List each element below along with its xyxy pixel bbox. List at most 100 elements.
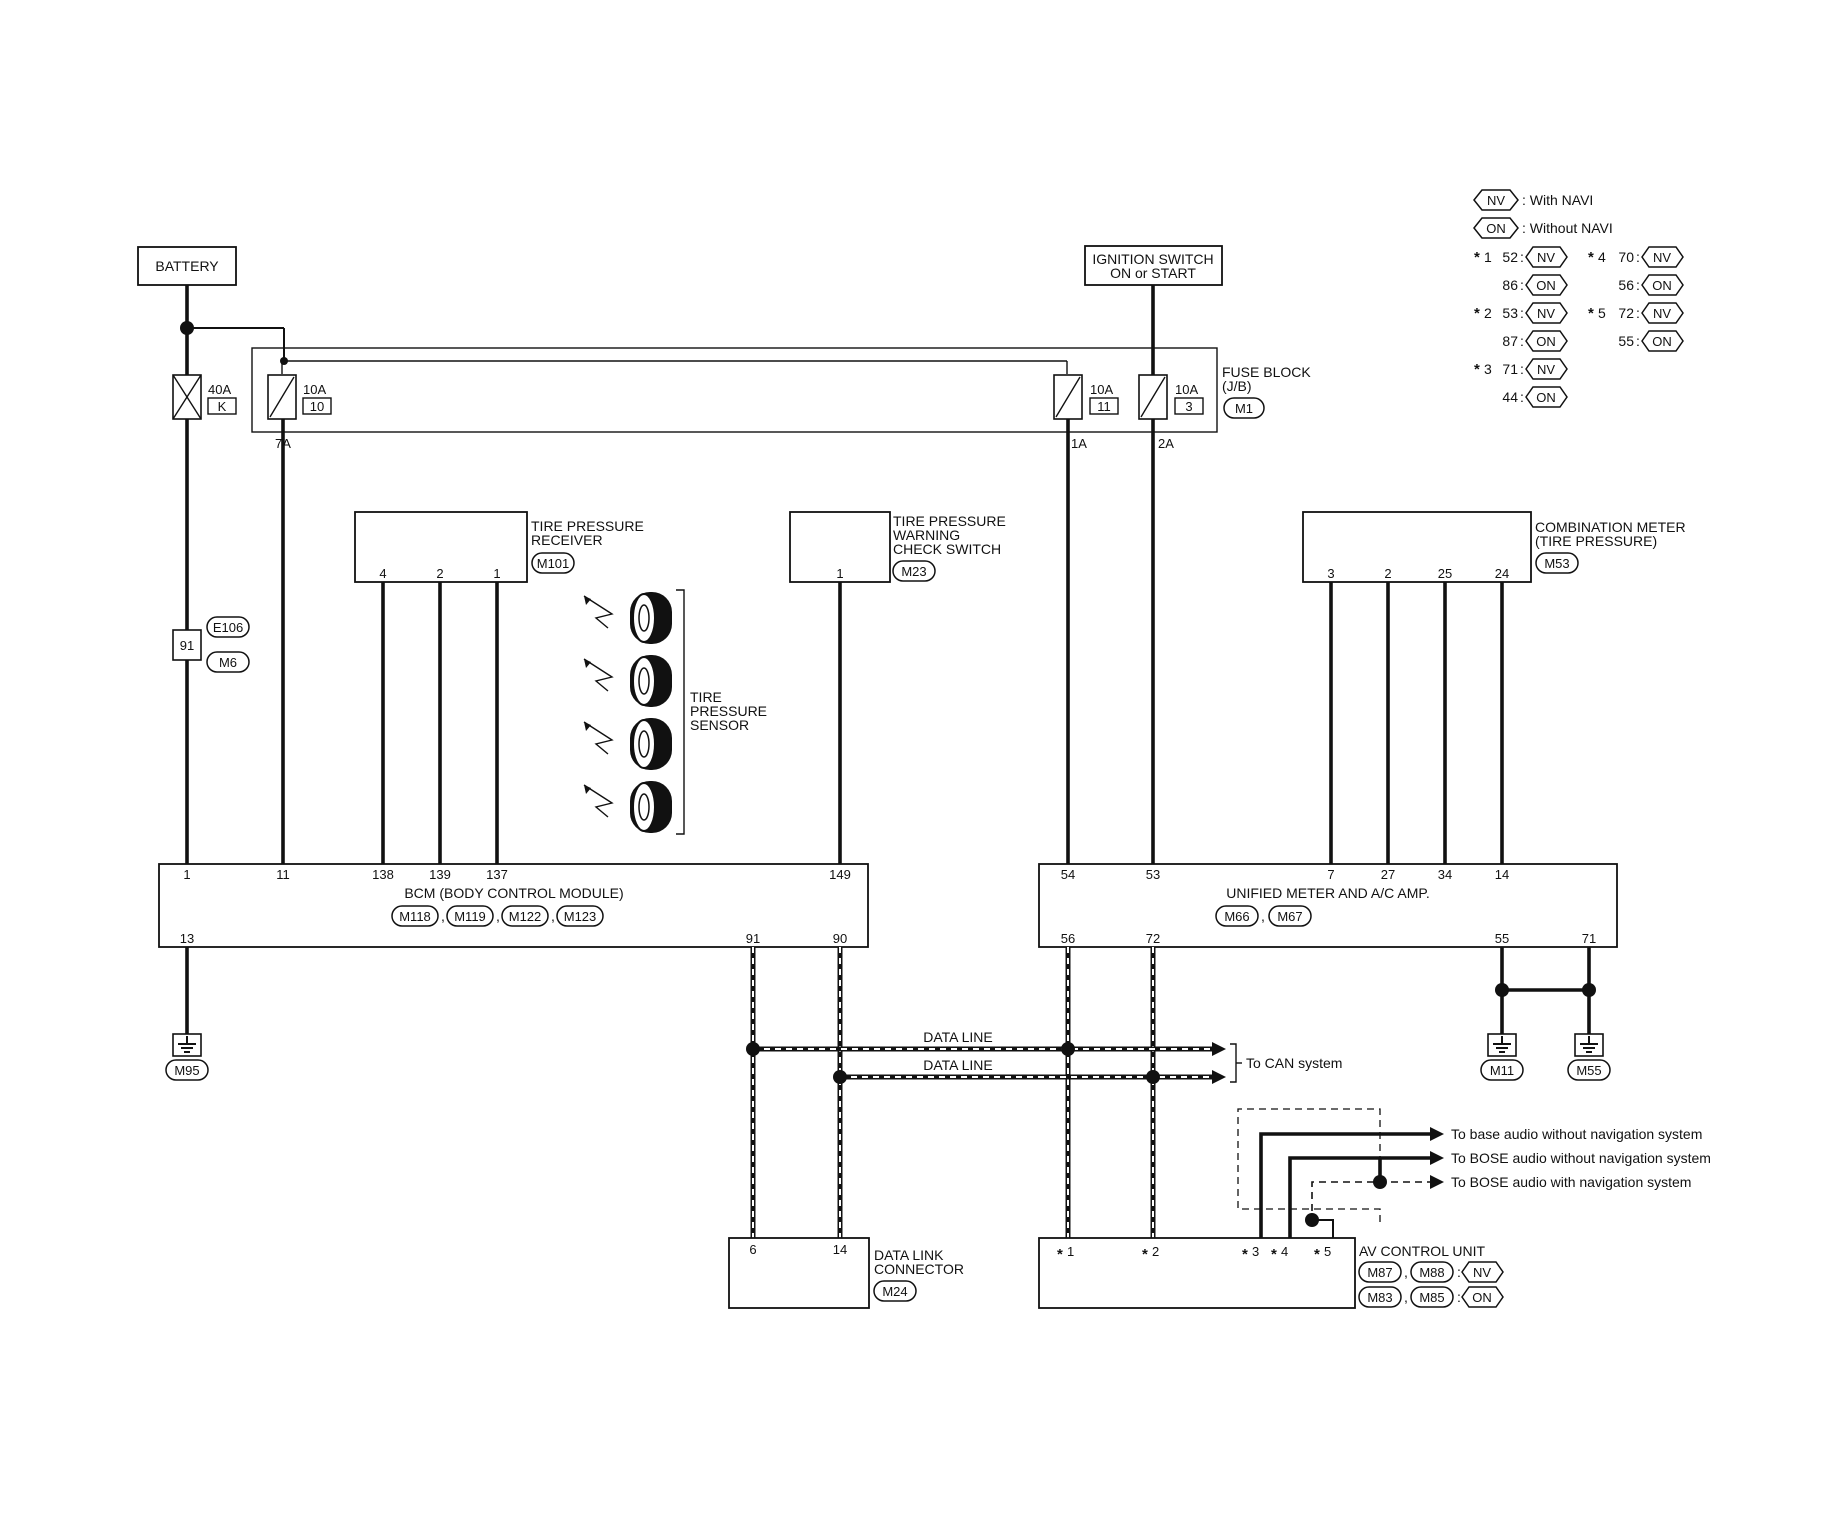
svg-text:1: 1 — [183, 867, 190, 882]
svg-text:3: 3 — [1185, 399, 1192, 414]
check-switch-line1: TIRE PRESSURE — [893, 513, 1006, 529]
svg-text:3: 3 — [1252, 1244, 1259, 1259]
data-line-label-2: DATA LINE — [923, 1057, 993, 1073]
legend-item-3: * 3 71 : NV 44 : ON — [1474, 358, 1568, 408]
legend-item-1-nv-pin: 52 — [1502, 249, 1518, 265]
combo-meter-wires — [1329, 582, 1504, 869]
svg-text:ON: ON — [1536, 334, 1556, 349]
fuse-block: FUSE BLOCK (J/B) M1 — [251, 347, 1311, 433]
svg-text:24: 24 — [1495, 566, 1509, 581]
svg-text:ON: ON — [1652, 278, 1672, 293]
fuse-10a-3: 10A 3 2A — [1138, 374, 1204, 451]
svg-text:M119: M119 — [454, 909, 486, 924]
svg-text:87: 87 — [1502, 333, 1518, 349]
svg-text:4: 4 — [379, 566, 386, 581]
svg-text::: : — [1457, 1289, 1461, 1305]
svg-text:NV: NV — [1653, 306, 1671, 321]
legend-nv-text: : With NAVI — [1522, 192, 1593, 208]
fuse-40a-num: K — [218, 399, 227, 414]
check-switch-line2: WARNING — [893, 527, 960, 543]
ground-m11-m55: M11 M55 — [1480, 947, 1611, 1081]
dlc-connector: M24 — [882, 1284, 907, 1299]
radio-signal-icon — [583, 721, 614, 755]
svg-text:M67: M67 — [1277, 909, 1302, 924]
dlc-line1: DATA LINK — [874, 1247, 944, 1263]
svg-text:5: 5 — [1324, 1244, 1331, 1259]
battery-label: BATTERY — [155, 258, 219, 274]
svg-text::: : — [1636, 249, 1640, 265]
svg-text:*: * — [1474, 305, 1480, 322]
battery-box: BATTERY — [137, 246, 237, 286]
tire-icon — [630, 655, 672, 707]
svg-text:72: 72 — [1618, 305, 1634, 321]
receiver-wires — [381, 582, 499, 869]
svg-text:*: * — [1588, 305, 1594, 322]
data-line-label-1: DATA LINE — [923, 1029, 993, 1045]
svg-text:*: * — [1474, 249, 1480, 266]
legend-nv-tag: NV — [1487, 193, 1505, 208]
radio-signal-icon — [583, 595, 614, 629]
svg-text:13: 13 — [180, 931, 194, 946]
svg-text::: : — [1520, 333, 1524, 349]
tire-sensor-line2: PRESSURE — [690, 703, 767, 719]
svg-text:25: 25 — [1438, 566, 1452, 581]
svg-text:ON: ON — [1652, 334, 1672, 349]
combo-meter-connector: M53 — [1544, 556, 1569, 571]
svg-text:70: 70 — [1618, 249, 1634, 265]
svg-text:NV: NV — [1537, 362, 1555, 377]
svg-text:2: 2 — [1384, 566, 1391, 581]
legend-on-tag: ON — [1486, 221, 1506, 236]
data-lines: DATA LINE DATA LINE To CAN system — [746, 947, 1342, 1238]
svg-text:,: , — [1261, 908, 1265, 924]
svg-text:71: 71 — [1502, 361, 1518, 377]
data-link-connector: 6 14 DATA LINK CONNECTOR M24 — [728, 1237, 964, 1309]
legend-item-4: * 4 70 : NV 56 : ON — [1588, 246, 1684, 296]
svg-text:,: , — [1404, 1289, 1408, 1305]
svg-text:M118: M118 — [399, 909, 431, 924]
svg-text:7: 7 — [1327, 867, 1334, 882]
joint-connector-91: 91 E106 M6 — [172, 616, 250, 673]
svg-text::: : — [1636, 277, 1640, 293]
svg-text:53: 53 — [1146, 867, 1160, 882]
svg-text:,: , — [1404, 1264, 1408, 1280]
av-unit-title: AV CONTROL UNIT — [1359, 1243, 1485, 1259]
svg-text::: : — [1520, 361, 1524, 377]
legend-item-2: * 2 53 : NV 87 : ON — [1474, 302, 1568, 352]
svg-text:2: 2 — [1152, 1244, 1159, 1259]
svg-text::: : — [1520, 305, 1524, 321]
svg-text:M83: M83 — [1367, 1290, 1392, 1305]
svg-text:139: 139 — [429, 867, 451, 882]
fuse-10a-11: 10A 11 1A — [1053, 374, 1119, 451]
svg-text:M87: M87 — [1367, 1265, 1392, 1280]
audio-target-base: To base audio without navigation system — [1451, 1126, 1702, 1142]
fuse-term-2a: 2A — [1158, 436, 1174, 451]
svg-text:ON: ON — [1536, 278, 1556, 293]
tire-icon — [630, 718, 672, 770]
svg-text:ON: ON — [1472, 1290, 1492, 1305]
svg-text:56: 56 — [1061, 931, 1075, 946]
combo-meter-line2: (TIRE PRESSURE) — [1535, 533, 1657, 549]
tire-receiver-connector: M101 — [537, 556, 570, 571]
legend-star-1: 1 — [1484, 249, 1492, 265]
svg-text:55: 55 — [1495, 931, 1509, 946]
av-control-unit: * 1 * 2 * 3 * 4 * 5 AV CONTROL UNIT M87 … — [1038, 1237, 1504, 1309]
svg-text:53: 53 — [1502, 305, 1518, 321]
svg-text:11: 11 — [1097, 399, 1111, 414]
bcm-connectors: M118 , M119 , M122 , M123 — [391, 905, 604, 927]
svg-text::: : — [1457, 1264, 1461, 1280]
ground-m55-label: M55 — [1576, 1063, 1601, 1078]
svg-text:72: 72 — [1146, 931, 1160, 946]
svg-text:14: 14 — [833, 1242, 847, 1257]
svg-text::: : — [1636, 333, 1640, 349]
legend-nv: NV : With NAVI — [1473, 189, 1593, 211]
fuse-40a-amp: 40A — [208, 382, 231, 397]
legend-star-3: 3 — [1484, 361, 1492, 377]
legend-star-4: 4 — [1598, 249, 1606, 265]
tire-receiver-line2: RECEIVER — [531, 532, 603, 548]
svg-text:56: 56 — [1618, 277, 1634, 293]
svg-text:90: 90 — [833, 931, 847, 946]
warning-check-switch: 1 TIRE PRESSURE WARNING CHECK SWITCH M23 — [789, 511, 1006, 583]
av-unit-connectors-nv: M87 , M88 : NV — [1358, 1261, 1504, 1283]
